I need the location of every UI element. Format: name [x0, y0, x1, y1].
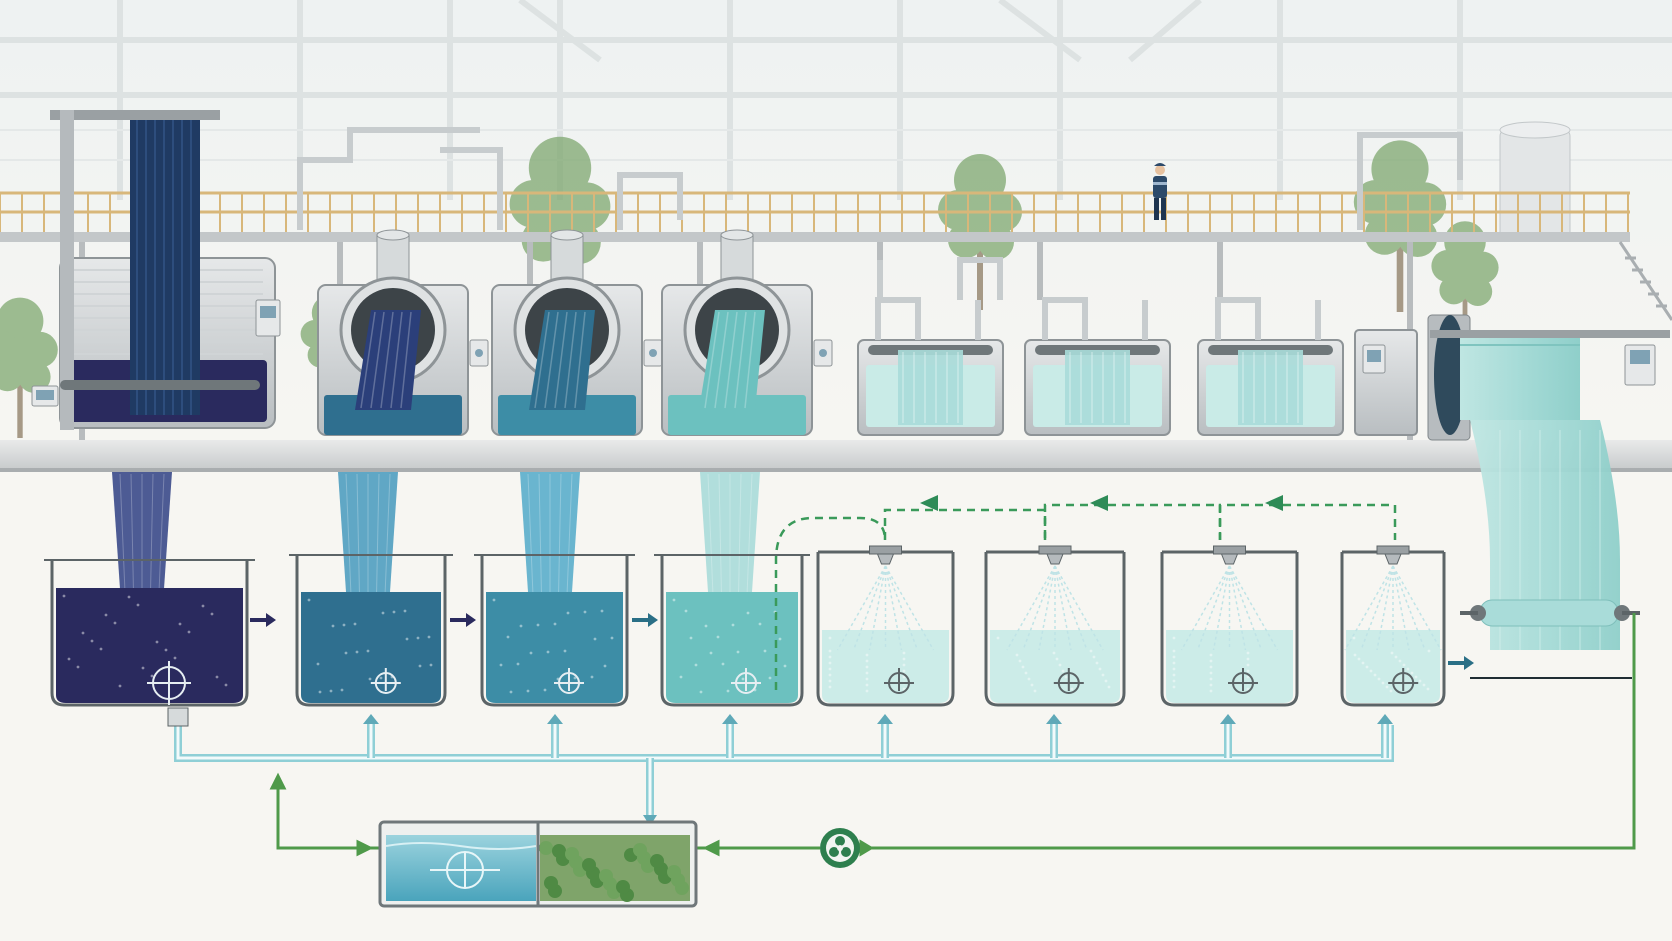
machine-3 [491, 229, 663, 436]
tank-water [1166, 630, 1293, 703]
fabric-feed [520, 472, 580, 622]
tank-water [990, 630, 1120, 703]
tank-water [486, 592, 623, 703]
tree-icon [1431, 221, 1499, 346]
flow-arrow-icon [363, 714, 379, 724]
flow-arrow-icon [920, 495, 938, 511]
tank-outline [1340, 552, 1446, 707]
fabric-sheet [898, 350, 963, 425]
drain-valve-icon [1228, 668, 1258, 694]
tank-water [666, 592, 798, 703]
fabric-sheet [529, 310, 595, 410]
operator-figure-icon [1153, 163, 1167, 220]
fabric-sheet [1065, 350, 1130, 425]
machine-1 [31, 110, 281, 430]
tank-outline [1160, 552, 1299, 707]
fabric-feed [700, 472, 760, 622]
overhead-pipes [297, 127, 1463, 300]
tank-outline [984, 552, 1126, 707]
drain-valve-icon [731, 668, 761, 694]
supply-pipe-network [174, 714, 1394, 826]
flow-arrow-icon [356, 839, 374, 857]
fabric-feed [112, 472, 172, 618]
flow-arrow-icon [1046, 714, 1062, 724]
machine-2 [317, 229, 489, 436]
process-tank-1 [44, 472, 255, 707]
tank-outline [816, 552, 955, 707]
fabric-feed [338, 472, 398, 622]
drain-valve-icon [554, 668, 584, 694]
counterflow-rinse-line [774, 503, 1397, 690]
recycle-line [269, 613, 1636, 857]
flow-arrow-icon [1265, 495, 1283, 511]
tank-water [1346, 630, 1440, 703]
process-tank-8 [1340, 545, 1446, 707]
drain-valve-icon [370, 668, 401, 694]
machine-6 [1024, 297, 1171, 436]
flow-arrow-icon [547, 714, 563, 724]
drain-valve-icon [884, 668, 914, 694]
stairs [1618, 241, 1672, 321]
flow-arrow-icon [269, 772, 287, 790]
water-recycling-schematic [44, 472, 1636, 857]
flow-arrow-icon [1448, 656, 1474, 670]
fabric-sheet [355, 310, 421, 410]
machine-8 [1354, 329, 1656, 436]
flow-arrow-icon [1220, 714, 1236, 724]
tank-water [56, 588, 243, 703]
tank-outline [480, 555, 629, 707]
process-tank-3 [474, 472, 635, 707]
aerator-icon [430, 851, 500, 889]
treatment-tank [378, 820, 698, 908]
tank-outline [50, 560, 249, 707]
machine-5 [857, 297, 1004, 436]
tank-outline [295, 555, 447, 707]
flow-arrow-icon [702, 839, 720, 857]
fabric-sheet [699, 310, 765, 410]
spray-nozzle-icon [1180, 545, 1279, 651]
drain-valve-icon [1388, 668, 1419, 694]
flow-arrow-icon [1377, 714, 1393, 724]
drain-outlet [167, 707, 189, 727]
spray-nozzle-icon [1006, 545, 1104, 651]
tank-water [822, 630, 949, 703]
tree-icon [0, 297, 58, 438]
process-tank-5 [816, 545, 955, 707]
flow-arrow-icon [450, 613, 476, 627]
flow-arrow-icon [632, 613, 658, 627]
machine-4 [661, 229, 833, 436]
flow-arrow-icon [1090, 495, 1108, 511]
process-tank-4 [654, 472, 810, 707]
flow-arrow-icon [859, 839, 874, 857]
process-tank-2 [289, 472, 453, 707]
spray-nozzle-icon [1344, 545, 1442, 651]
drain-valve-icon [147, 661, 191, 705]
flow-arrow-icon [722, 714, 738, 724]
process-tank-7 [1160, 545, 1299, 707]
flow-arrow-icon [877, 714, 893, 724]
drain-valve-icon [1053, 668, 1084, 694]
tank-outline [660, 555, 804, 707]
storage-tank [1499, 121, 1571, 241]
finished-fabric-roll [1427, 314, 1670, 679]
recycle-pump-icon [820, 828, 860, 868]
flow-arrow-icon [250, 613, 276, 627]
production-floor [0, 440, 1672, 472]
process-tank-6 [984, 545, 1126, 707]
spray-nozzle-icon [836, 545, 935, 651]
machine-7 [1197, 297, 1344, 436]
wash-line-machines [31, 110, 1656, 436]
tank-water [301, 592, 441, 703]
fabric-sheet [1238, 350, 1303, 425]
treatment-plants [539, 841, 689, 902]
